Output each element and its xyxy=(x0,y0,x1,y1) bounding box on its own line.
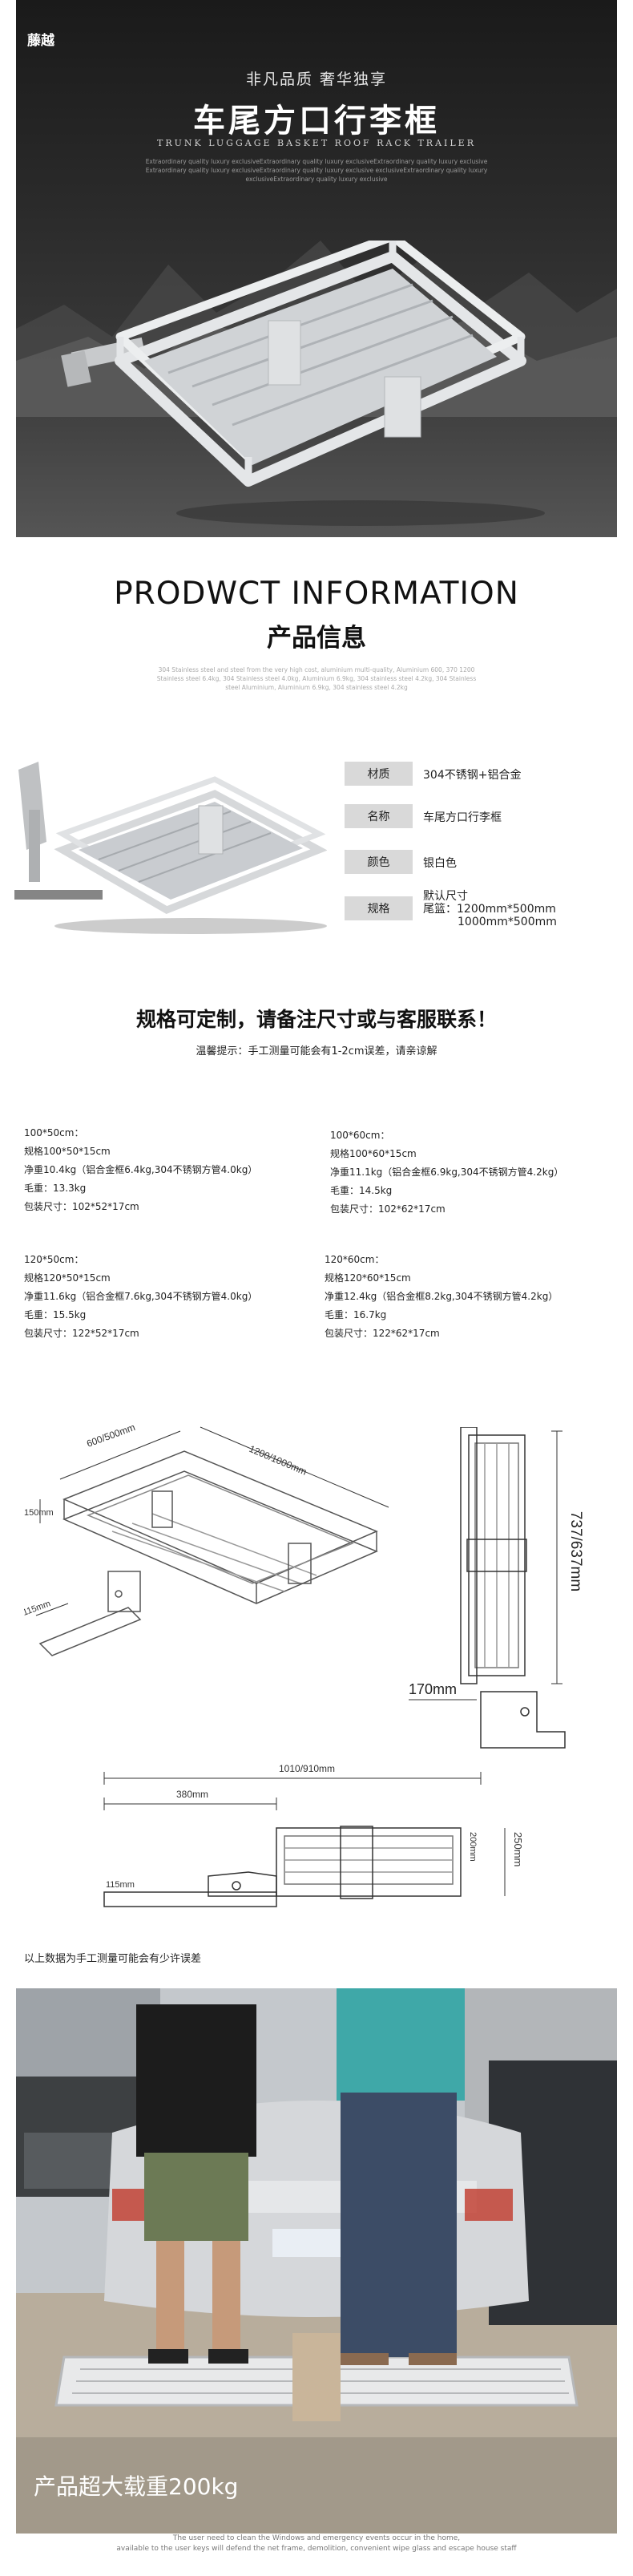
spec-rack-image xyxy=(14,762,327,934)
brand-logo-text: 藤越 xyxy=(27,33,54,49)
hero-title: 车尾方口行李框 xyxy=(193,103,440,140)
hero-subtitle: TRUNK LUGGAGE BASKET ROOF RACK TRAILER xyxy=(156,138,476,148)
size-line: 毛重：15.5kg xyxy=(24,1309,87,1320)
photo-caption: 产品超大载重200kg xyxy=(34,2473,239,2500)
spec-size-line: 1000mm*500mm xyxy=(458,916,557,928)
measure-note: 以上数据为手工测量可能会有少许误差 xyxy=(24,1953,202,1965)
custom-note: 规格可定制，请备注尺寸或与客服联系！ xyxy=(135,1008,497,1031)
size-line: 净重12.4kg（铝合金框8.2kg,304不锈钢方管4.2kg） xyxy=(325,1291,558,1302)
size-heading: 120*60cm： xyxy=(325,1254,385,1265)
size-heading: 100*60cm： xyxy=(330,1130,390,1141)
size-line: 包装尺寸：122*52*17cm xyxy=(24,1328,139,1339)
info-title-cn: 产品信息 xyxy=(267,624,366,653)
info-small-text: 304 Stainless steel and steel from the v… xyxy=(156,666,477,691)
size-line: 毛重：14.5kg xyxy=(330,1185,393,1196)
dim-inner-label: 200mm xyxy=(468,1832,478,1862)
dim-length-label: 737/637mm xyxy=(567,1511,584,1591)
dim-depth-label: 170mm xyxy=(409,1681,457,1697)
size-heading: 100*50cm： xyxy=(24,1127,84,1138)
size-line: 净重10.4kg（铝合金框6.4kg,304不锈钢方管4.0kg） xyxy=(24,1164,258,1175)
dim-width-label: 600/500mm xyxy=(85,1421,136,1450)
hero-slogan: 非凡品质 奢华独享 xyxy=(245,71,388,88)
size-block-100x60: 100*60cm： 规格100*60*15cm 净重11.1kg（铝合金框6.9… xyxy=(330,1126,563,1219)
dim-outer-label: 250mm xyxy=(512,1832,524,1866)
load-test-photo xyxy=(16,1988,617,2534)
spec-size-line: 默认尺寸 xyxy=(423,890,468,903)
dim-height-label: 150mm xyxy=(24,1508,54,1518)
spec-label-color: 颜色 xyxy=(345,850,413,874)
size-line: 规格100*60*15cm xyxy=(330,1148,417,1159)
dim-hitch-label: 115mm xyxy=(106,1880,135,1890)
size-line: 净重11.6kg（铝合金框7.6kg,304不锈钢方管4.0kg） xyxy=(24,1291,258,1302)
size-line: 包装尺寸：122*62*17cm xyxy=(325,1328,440,1339)
side-dimension-diagram: 737/637mm 170mm xyxy=(409,1427,584,1749)
spec-value-color: 银白色 xyxy=(423,857,457,870)
size-line: 包装尺寸：102*52*17cm xyxy=(24,1201,139,1212)
spec-label-name: 名称 xyxy=(345,804,413,828)
dim-offset-label: 380mm xyxy=(176,1789,208,1800)
footer-line: The user need to clean the Windows and e… xyxy=(172,2534,461,2542)
footer-line: available to the user keys will defend t… xyxy=(116,2545,517,2553)
spec-value-name: 车尾方口行李框 xyxy=(423,811,502,824)
size-line: 毛重：13.3kg xyxy=(24,1183,87,1194)
isometric-dimension-diagram: 600/500mm 1200/1000mm 150mm 115mm xyxy=(24,1421,389,1656)
size-line: 包装尺寸：102*62*17cm xyxy=(330,1203,446,1215)
spec-label-material: 材质 xyxy=(345,762,413,786)
size-line: 净重11.1kg（铝合金框6.9kg,304不锈钢方管4.2kg） xyxy=(330,1167,564,1178)
info-title-en: PRODWCT INFORMATION xyxy=(114,576,519,612)
size-line: 规格120*50*15cm xyxy=(24,1272,111,1284)
size-line: 规格120*60*15cm xyxy=(325,1272,411,1284)
spec-value-size: 默认尺寸 尾篮：1200mm*500mm 1000mm*500mm xyxy=(423,890,557,928)
top-dimension-diagram: 1010/910mm 380mm 200mm 250mm 115mm xyxy=(103,1763,524,1907)
hero-small-text: Extraordinary quality luxury exclusiveEx… xyxy=(145,158,488,183)
footer-note: The user need to clean the Windows and e… xyxy=(0,2534,633,2554)
hero-banner: 藤越 非凡品质 奢华独享 车尾方口行李框 TRUNK LUGGAGE BASKE… xyxy=(16,0,617,537)
size-line: 规格100*50*15cm xyxy=(24,1146,111,1157)
dim-length-label: 1200/1000mm xyxy=(248,1443,308,1478)
size-block-100x50: 100*50cm： 规格100*50*15cm 净重10.4kg（铝合金框6.4… xyxy=(24,1124,257,1216)
size-block-120x50: 120*50cm： 规格120*50*15cm 净重11.6kg（铝合金框7.6… xyxy=(24,1251,257,1343)
rack-product-image xyxy=(61,241,545,526)
dim-total-label: 1010/910mm xyxy=(279,1763,335,1774)
spec-label-size: 规格 xyxy=(345,896,413,920)
spec-value-material: 304不锈钢+铝合金 xyxy=(423,769,522,782)
size-heading: 120*50cm： xyxy=(24,1254,84,1265)
size-line: 毛重：16.7kg xyxy=(325,1309,387,1320)
measure-tip: 温馨提示：手工测量可能会有1-2cm误差，请亲谅解 xyxy=(196,1045,437,1057)
spec-size-line: 尾篮：1200mm*500mm xyxy=(423,903,556,916)
size-block-120x60: 120*60cm： 规格120*60*15cm 净重12.4kg（铝合金框8.2… xyxy=(325,1251,558,1343)
